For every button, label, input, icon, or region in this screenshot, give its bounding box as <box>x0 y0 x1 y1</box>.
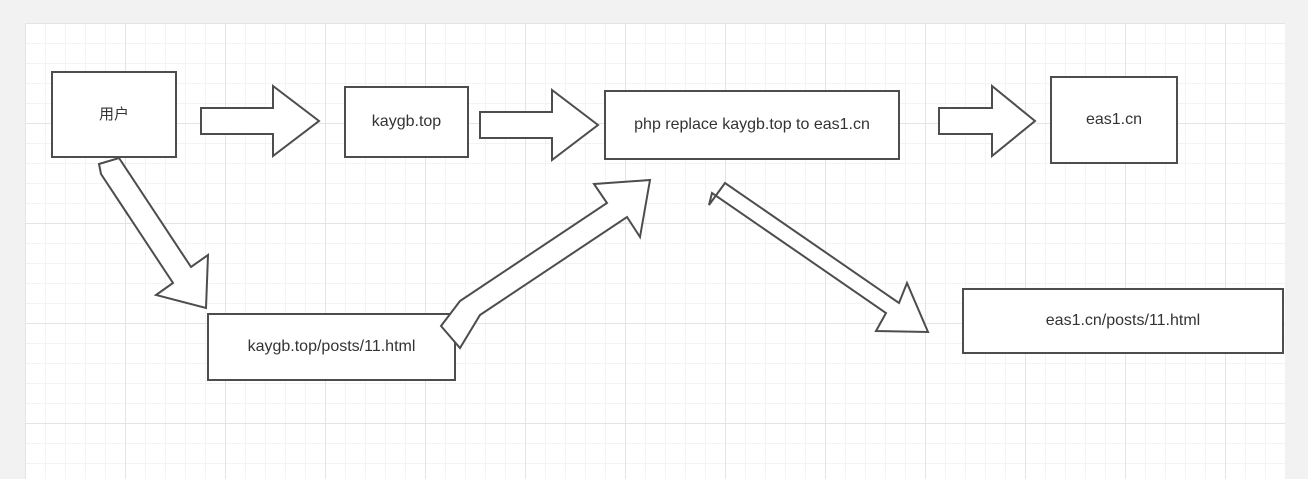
node-eas1-cn-post[interactable]: eas1.cn/posts/11.html <box>962 288 1284 354</box>
arrow-kaygb-post-to-php-replace[interactable] <box>438 176 658 352</box>
block-arrow-right-shape <box>938 83 1037 159</box>
node-kaygb-top-post[interactable]: kaygb.top/posts/11.html <box>207 313 456 381</box>
arrow-php-replace-to-eas1-post[interactable] <box>706 180 941 335</box>
arrow-user-to-kaygb-post[interactable] <box>88 155 228 315</box>
block-arrow-right-shape <box>479 87 600 163</box>
thin-arrow-down-right-shape <box>708 181 930 334</box>
node-user[interactable]: 用户 <box>51 71 177 158</box>
thin-arrow-down-right-shape <box>97 156 210 310</box>
arrow-kaygb-top-to-php-replace[interactable] <box>478 87 600 163</box>
arrow-php-replace-to-eas1-cn[interactable] <box>937 83 1037 159</box>
node-kaygb-top[interactable]: kaygb.top <box>344 86 469 158</box>
node-eas1-cn[interactable]: eas1.cn <box>1050 76 1178 164</box>
thick-arrow-up-right-shape <box>439 178 652 350</box>
arrow-user-to-kaygb-top[interactable] <box>199 83 321 159</box>
block-arrow-right-shape <box>200 83 321 159</box>
node-php-replace[interactable]: php replace kaygb.top to eas1.cn <box>604 90 900 160</box>
